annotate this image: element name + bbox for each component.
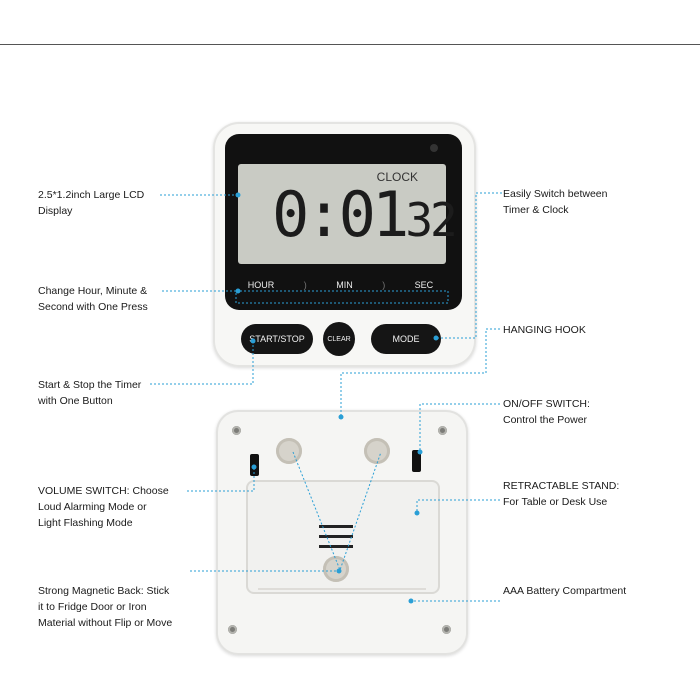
- screw: [442, 625, 451, 634]
- label-line: Second with One Press: [38, 301, 148, 313]
- label-line: Material without Flip or Move: [38, 617, 173, 629]
- magnet: [364, 438, 390, 464]
- label-line: Timer & Clock: [503, 204, 569, 216]
- leader-startstop: [150, 341, 254, 385]
- timer-front: CLOCK 0:0132 HOUR ) MIN ) SEC START/STOP…: [213, 122, 476, 367]
- top-divider: [0, 44, 700, 45]
- on-off-switch[interactable]: [412, 450, 421, 472]
- label-line: 2.5*1.2inch Large LCD: [38, 189, 145, 201]
- mode-button[interactable]: MODE: [371, 324, 441, 354]
- label-line: RETRACTABLE STAND:: [503, 480, 620, 492]
- magnet: [276, 438, 302, 464]
- lcd-main-time: 0:01: [272, 178, 409, 251]
- label-stand: RETRACTABLE STAND: For Table or Desk Use: [503, 478, 619, 510]
- key-separator: ): [382, 280, 386, 290]
- lcd-digits: 0:0132: [272, 178, 458, 255]
- label-hook: HANGING HOOK: [503, 322, 586, 338]
- label-line: with One Button: [38, 395, 113, 407]
- label-line: HANGING HOOK: [503, 324, 586, 336]
- keys-outline: [235, 290, 449, 304]
- leader-magnets: [292, 451, 382, 572]
- leader-volume: [187, 467, 255, 492]
- label-line: ON/OFF SWITCH:: [503, 398, 590, 410]
- vent-slot: [319, 525, 353, 528]
- lcd-display: CLOCK 0:0132: [238, 164, 458, 264]
- label-line: Control the Power: [503, 414, 588, 426]
- label-line: Light Flashing Mode: [38, 517, 133, 529]
- key-separator: ): [303, 280, 307, 290]
- label-lcd: 2.5*1.2inch Large LCD Display: [38, 187, 144, 219]
- label-onoff: ON/OFF SWITCH: Control the Power: [503, 396, 590, 428]
- label-line: VOLUME SWITCH: Choose: [38, 485, 169, 497]
- timer-back: [216, 410, 468, 655]
- leader-onoff: [419, 403, 500, 452]
- label-line: Display: [38, 205, 73, 217]
- label-line: Loud Alarming Mode or: [38, 501, 147, 513]
- lcd-mode-indicator: CLOCK: [376, 170, 418, 184]
- label-line: For Table or Desk Use: [503, 496, 608, 508]
- battery-compartment[interactable]: [258, 588, 426, 650]
- time-keys: HOUR ) MIN ) SEC: [233, 274, 448, 296]
- sensor-dot: [430, 144, 438, 152]
- clear-button[interactable]: CLEAR: [323, 322, 355, 356]
- label-line: Change Hour, Minute &: [38, 285, 148, 297]
- screw: [228, 625, 237, 634]
- lcd-seconds: 32: [405, 193, 457, 247]
- leader-switchmode: [436, 192, 502, 339]
- vent-slot: [319, 535, 353, 538]
- label-press: Change Hour, Minute & Second with One Pr…: [38, 283, 148, 315]
- screw: [232, 426, 241, 435]
- label-battery: AAA Battery Compartment: [503, 583, 626, 599]
- sec-key[interactable]: SEC: [414, 280, 434, 290]
- label-line: AAA Battery Compartment: [503, 585, 627, 597]
- label-volume: VOLUME SWITCH: Choose Loud Alarming Mode…: [38, 483, 169, 531]
- label-line: it to Fridge Door or Iron: [38, 601, 147, 613]
- leader-stand: [416, 499, 500, 513]
- label-line: Easily Switch between: [503, 188, 608, 200]
- label-switchmode: Easily Switch between Timer & Clock: [503, 186, 607, 218]
- label-line: Strong Magnetic Back: Stick: [38, 585, 170, 597]
- min-key[interactable]: MIN: [336, 280, 353, 290]
- label-startstop: Start & Stop the Timer with One Button: [38, 377, 141, 409]
- vent-slot: [319, 545, 353, 548]
- leader-hook: [340, 328, 500, 417]
- label-magnet: Strong Magnetic Back: Stick it to Fridge…: [38, 583, 172, 631]
- label-line: Start & Stop the Timer: [38, 379, 142, 391]
- hour-key[interactable]: HOUR: [247, 280, 275, 290]
- lcd-bezel: CLOCK 0:0132 HOUR ) MIN ) SEC: [225, 134, 462, 310]
- screw: [438, 426, 447, 435]
